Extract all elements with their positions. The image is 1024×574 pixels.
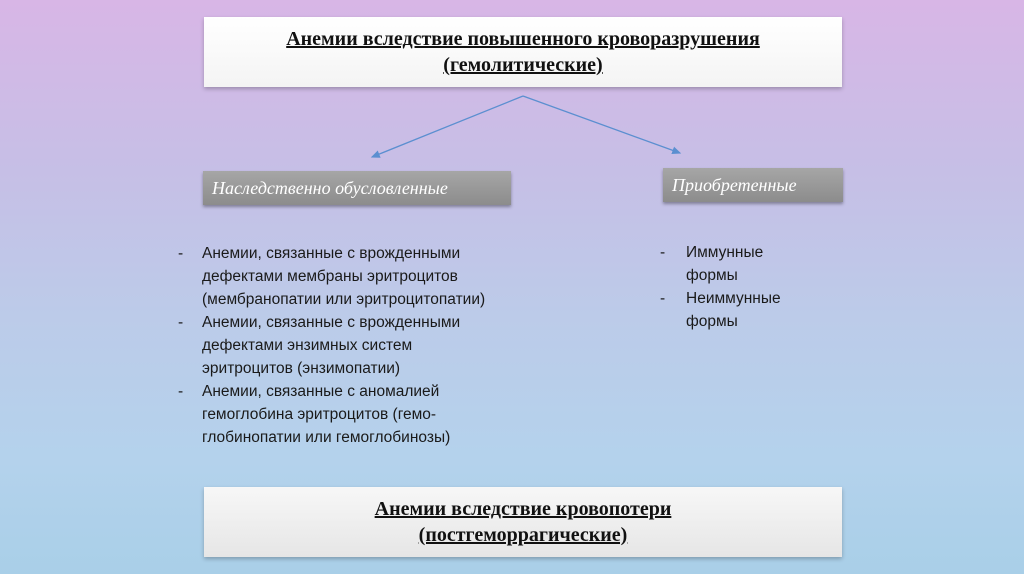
bullet-dash: - <box>178 314 184 331</box>
bullet-dash: - <box>178 383 184 400</box>
list-item-line: Анемии, связанные с врожденными <box>202 245 461 262</box>
list-item-line: (мембранопатии или эритроцитопатии) <box>202 291 486 308</box>
list-item-line: Анемии, связанные с врожденными <box>202 314 461 331</box>
title-line-1: Анемии вследствие повышенного кроворазру… <box>286 28 760 50</box>
list-item-line: гемоглобина эритроцитов (гемо- <box>202 406 437 423</box>
list-item-line: Неиммунные <box>686 290 781 307</box>
list-item-line: Анемии, связанные с аномалией <box>202 383 440 400</box>
list-item-line: формы <box>686 267 738 284</box>
list-item-line: дефектами мембраны эритроцитов <box>202 268 458 285</box>
bullet-dash: - <box>660 290 666 307</box>
bottom-title-line-1: Анемии вследствие кровопотери <box>374 498 672 520</box>
acquired-label: Приобретенные <box>663 168 843 202</box>
list-item-line: эритроцитов (энзимопатии) <box>202 360 401 377</box>
list-item: - Иммунные формы <box>660 241 840 287</box>
hereditary-label: Наследственно обусловленные <box>203 171 511 205</box>
list-item: - Анемии, связанные с врожденными дефект… <box>178 311 538 380</box>
hereditary-list: - Анемии, связанные с врожденными дефект… <box>178 242 538 449</box>
bottom-title-line-2: (постгеморрагические) <box>418 524 628 546</box>
arrow-to-hereditary <box>370 95 524 158</box>
bullet-dash: - <box>660 244 666 261</box>
acquired-list: - Иммунные формы - Неиммунные формы <box>660 241 840 333</box>
list-item-line: дефектами энзимных систем <box>202 337 413 354</box>
title-line-2: (гемолитические) <box>443 54 603 76</box>
bullet-dash: - <box>178 245 184 262</box>
list-item-line: формы <box>686 313 738 330</box>
hemolytic-anemia-title-box: Анемии вследствие повышенного кроворазру… <box>204 17 842 87</box>
list-item: - Анемии, связанные с аномалией гемоглоб… <box>178 380 538 449</box>
arrow-to-acquired <box>522 95 682 155</box>
list-item: - Неиммунные формы <box>660 287 840 333</box>
list-item: - Анемии, связанные с врожденными дефект… <box>178 242 538 311</box>
posthemorrhagic-anemia-box: Анемии вследствие кровопотери (постгемор… <box>204 487 842 557</box>
list-item-line: глобинопатии или гемоглобинозы) <box>202 429 451 446</box>
list-item-line: Иммунные <box>686 244 764 261</box>
